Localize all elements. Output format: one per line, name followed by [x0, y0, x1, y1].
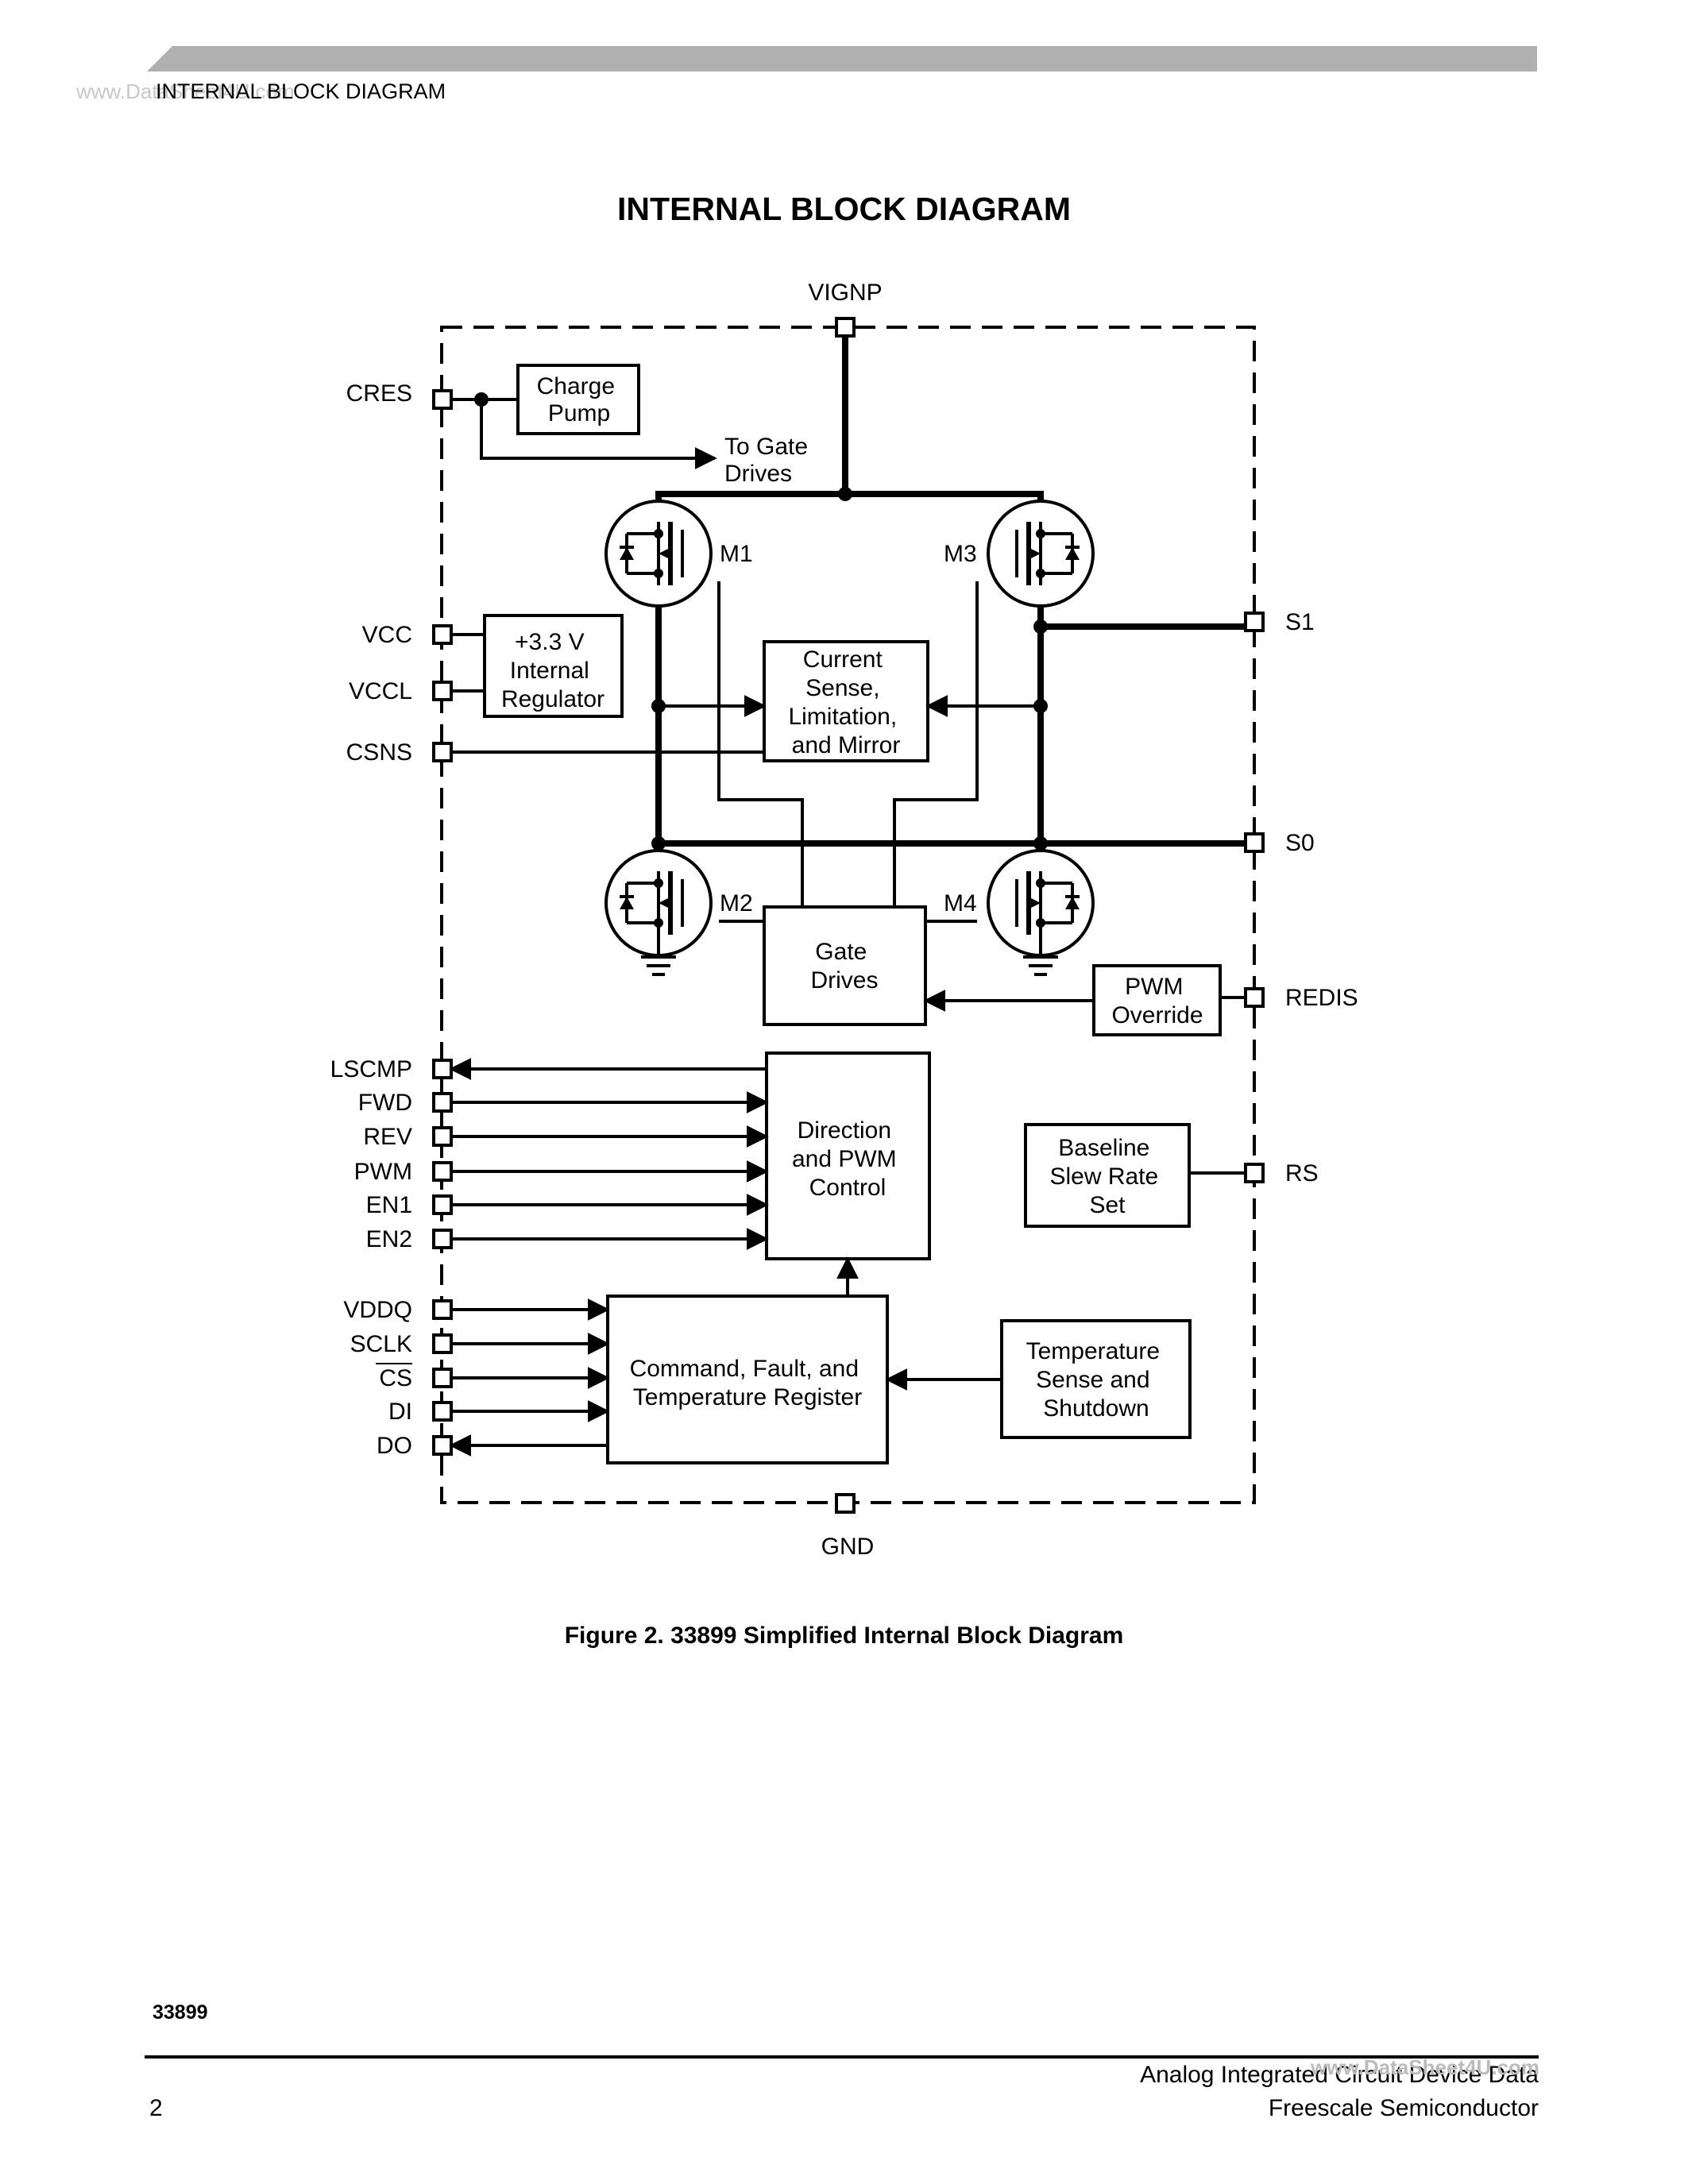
rs-label: RS [1285, 1160, 1319, 1187]
en1-label: EN1 [366, 1192, 412, 1218]
do-pin [432, 1435, 453, 1456]
m1-label: M1 [720, 541, 753, 567]
regulator-text: +3.3 V Internal Regulator [501, 629, 605, 712]
en2-label: EN2 [366, 1226, 412, 1252]
rs-pin [1244, 1163, 1265, 1183]
footer-rule [145, 2055, 1539, 2059]
redis-pin [1244, 987, 1265, 1008]
to-gate-drives-text: To Gate Drives [724, 434, 814, 487]
rev-pin [432, 1126, 453, 1147]
s1-label: S1 [1285, 609, 1315, 635]
pwm-pin [432, 1161, 453, 1182]
direction-control-text: Direction and PWM Control [792, 1117, 903, 1201]
s0-pin [1244, 832, 1265, 853]
en1-pin [432, 1194, 453, 1215]
s0-label: S0 [1285, 830, 1315, 856]
baseline-slew-block [1024, 1123, 1191, 1228]
current-sense-text: Current Sense, Limitation, and Mirror [788, 646, 903, 758]
gnd-label: GND [821, 1534, 875, 1560]
command-register-text: Command, Fault, and Temperature Register [630, 1356, 866, 1410]
part-number: 33899 [153, 2001, 208, 2024]
header-watermark: www.DataSheet4U.com [76, 79, 295, 103]
vcc-pin [432, 624, 453, 645]
page-title: INTERNAL BLOCK DIAGRAM [617, 191, 1071, 227]
mosfet-m3 [987, 500, 1095, 608]
page-number: 2 [149, 2095, 163, 2121]
vddq-label: VDDQ [343, 1297, 412, 1323]
fwd-pin [432, 1092, 453, 1113]
lscmp-label: LSCMP [330, 1056, 412, 1082]
sclk-pin [432, 1333, 453, 1354]
vccl-pin [432, 681, 453, 701]
m2-label: M2 [720, 890, 753, 916]
vcc-label: VCC [362, 622, 412, 648]
gnd-pin [835, 1493, 856, 1514]
di-label: DI [388, 1399, 412, 1425]
sclk-label: SCLK [350, 1331, 412, 1357]
gate-drives-text: Gate Drives [810, 939, 878, 994]
command-register-block [606, 1295, 889, 1464]
header-bar [147, 46, 1537, 71]
m4-label: M4 [944, 890, 977, 916]
cs-label: CS [379, 1365, 412, 1391]
vddq-pin [432, 1299, 453, 1320]
rev-label: REV [363, 1124, 412, 1150]
vccl-label: VCCL [349, 678, 412, 704]
mosfet-m1 [605, 500, 713, 608]
csns-pin [432, 742, 453, 762]
regulator-block [483, 614, 624, 718]
cres-pin [432, 389, 453, 410]
pwm-label: PWM [354, 1159, 412, 1185]
en2-pin [432, 1229, 453, 1249]
baseline-slew-text: Baseline Slew Rate Set [1049, 1135, 1165, 1218]
footer-company: Freescale Semiconductor [1268, 2095, 1539, 2121]
gate-drives-block [763, 905, 927, 1026]
redis-label: REDIS [1285, 985, 1358, 1011]
fwd-label: FWD [358, 1090, 412, 1116]
temperature-sense-text: Temperature Sense and Shutdown [1026, 1338, 1167, 1422]
section-label: INTERNAL BLOCK DIAGRAM [156, 79, 446, 103]
charge-pump-block [516, 364, 640, 435]
s1-pin [1244, 612, 1265, 632]
footer-watermark: www.DataSheet4U.com [1311, 2055, 1540, 2079]
lscmp-pin [432, 1059, 453, 1079]
figure-caption: Figure 2. 33899 Simplified Internal Bloc… [564, 1623, 1124, 1649]
mosfet-m2 [605, 849, 713, 957]
m3-label: M3 [944, 541, 977, 567]
temperature-sense-block [1000, 1319, 1192, 1439]
ground-symbol-m4 [1023, 923, 1058, 976]
vignp-label: VIGNP [808, 280, 882, 306]
vignp-pin [835, 317, 856, 338]
cs-pin [432, 1368, 453, 1388]
charge-pump-text: Charge Pump [537, 373, 622, 426]
ground-symbol-m2 [641, 923, 676, 976]
footer-doc-title: Analog Integrated Circuit Device Data [1140, 2062, 1539, 2088]
di-pin [432, 1401, 453, 1422]
cres-label: CRES [346, 380, 412, 407]
pwm-override-text: PWM Override [1111, 974, 1203, 1028]
do-label: DO [377, 1433, 412, 1459]
direction-control-block [765, 1051, 931, 1260]
csns-label: CSNS [346, 739, 412, 766]
